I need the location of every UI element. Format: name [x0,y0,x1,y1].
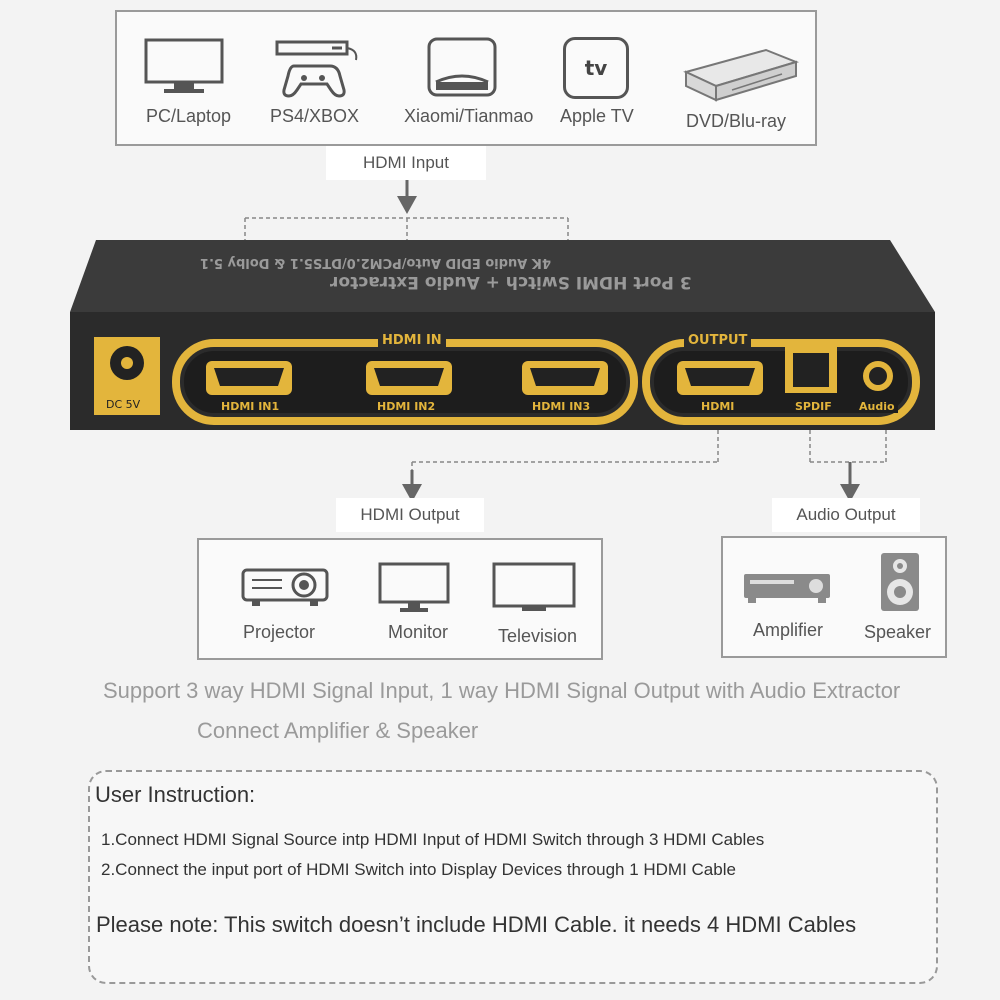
output-label-projector: Projector [243,622,316,642]
television-icon [492,562,576,611]
hdmi-output-arrow [402,484,422,502]
port-label-in3: HDMI IN3 [529,400,594,413]
hdmi-in-group-label: HDMI IN [378,333,446,348]
instruction-step-2: 2.Connect the input port of HDMI Switch … [101,860,736,879]
switch-top-title: 3 Port HDMI Switch + Audio Extractor [330,272,692,292]
port-label-in1: HDMI IN1 [218,400,283,413]
apple-tv-icon: tv [563,37,629,99]
speaker-icon [881,553,919,611]
connection-diagram [70,180,935,502]
tv-box-icon [427,37,497,97]
instruction-title: User Instruction: [95,782,256,807]
audio-output-arrow [840,484,860,502]
source-label-dvd: DVD/Blu-ray [686,111,787,131]
output-dashed-lines [411,430,887,474]
instruction-step-1: 1.Connect HDMI Signal Source intp HDMI I… [101,830,765,849]
source-label-console: PS4/XBOX [270,106,360,126]
output-group-label: OUTPUT [684,333,752,348]
port-label-in2: HDMI IN2 [374,400,439,413]
amplifier-icon [744,574,830,603]
support-line-2: Connect Amplifier & Speaker [197,718,479,743]
output-group-frame [642,339,920,425]
dvd-player-icon [683,48,800,102]
monitor-icon [144,38,224,93]
monitor-icon [378,562,450,612]
user-instruction-panel [88,770,938,984]
instruction-note: Please note: This switch doesn’t include… [96,912,857,937]
game-console-icon [275,40,358,98]
source-label-xiaomi: Xiaomi/Tianmao [404,106,534,126]
port-label-audio: Audio [856,400,898,413]
switch-top-subtitle: 4K Audio EDID Auto/PCM2.0/DTS5.1 & Dolby… [200,255,551,270]
port-label-hdmi-out: HDMI [698,400,738,413]
switch-top-face [70,240,935,312]
audio-output-heading: Audio Output [772,498,920,532]
source-label-pc: PC/Laptop [146,106,232,126]
hdmi-input-heading: HDMI Input [326,146,486,180]
apple-tv-logo: tv [584,56,608,80]
port-label-spdif: SPDIF [792,400,835,413]
output-label-amplifier: Amplifier [753,620,824,640]
projector-icon [241,568,329,606]
hdmi-in-ports [206,361,608,395]
support-line-1: Support 3 way HDMI Signal Input, 1 way H… [103,678,901,703]
hdmi-output-heading: HDMI Output [336,498,484,532]
source-label-appletv: Apple TV [560,106,634,126]
output-label-monitor: Monitor [388,622,449,642]
input-arrow-head [397,196,417,214]
output-label-speaker: Speaker [864,622,932,642]
output-ports [677,347,893,395]
dc-label: DC 5V [106,398,141,411]
output-label-television: Television [498,626,578,646]
